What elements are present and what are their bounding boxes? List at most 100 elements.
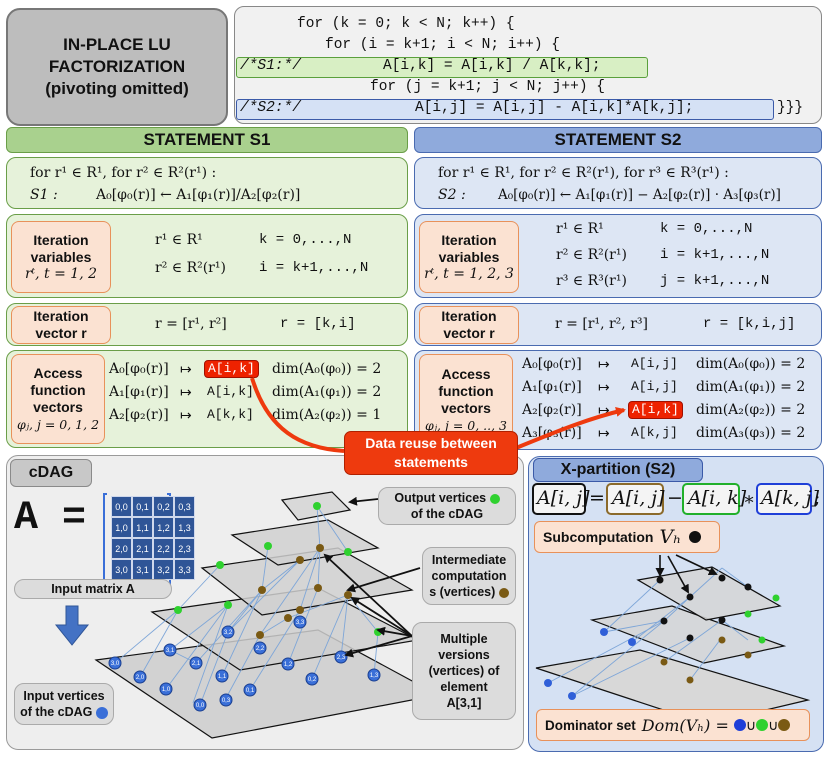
code-line-1: for (k = 0; k < N; k++) { <box>297 16 515 32</box>
eq-equals: = <box>589 487 605 509</box>
xpart-drawing <box>535 554 811 725</box>
brown-dot-icon <box>778 719 791 731</box>
input-vertex-1-0 <box>159 682 173 696</box>
input-vertices-text-2: of the cDAG <box>20 705 93 719</box>
s1-vec-math: r = [r¹, r²] <box>155 316 227 332</box>
reuse-arrow-left <box>250 377 345 453</box>
output-vertices-text-1: Output vertices <box>394 491 487 505</box>
xpart-input-vertex <box>628 638 636 646</box>
s2-acc-label-2: function <box>438 383 494 399</box>
output-vertex <box>264 542 272 550</box>
output-vertex <box>374 628 382 636</box>
versions-text-3: (vertices) of <box>428 664 500 678</box>
xpart-subcomp-vertex <box>656 576 664 584</box>
eq-semicolon: ; <box>814 487 821 509</box>
input-vertices-callout: Input vertices of the cDAG <box>14 683 114 725</box>
matrix-cell: 2,2 <box>153 538 174 559</box>
versions-text-4: element <box>440 680 488 694</box>
cdag-node-labels: 3,0 2,0 1,0 0,0 3,1 2,1 1,1 0,1 3,2 2,2 … <box>111 620 379 709</box>
xpart-edges <box>547 567 749 697</box>
title-box: IN-PLACE LU FACTORIZATION (pivoting omit… <box>6 8 228 126</box>
brown-dot-icon <box>498 587 509 598</box>
s2-acc-1: A[i,j] <box>631 379 678 394</box>
cdag-computed-vertices <box>174 502 382 639</box>
xpart-output-vertex <box>758 636 766 644</box>
s1-highlight <box>236 57 648 78</box>
s2-acc-arrow-2: ↦ <box>598 402 610 418</box>
s1-acc-dim-2: dim(A₂(φ₂)) = 1 <box>272 407 382 423</box>
xpart-subcomp-arrows <box>655 554 718 594</box>
s1-acc-fn-0: A₀[φ₀(r)] <box>109 361 169 377</box>
s1-stmt: A₀[φ₀(r)] ← A₁[φ₁(r)]/A₂[φ₂(r)] <box>96 187 301 203</box>
s2-domain: for r¹ ∈ R¹, for r² ∈ R²(r¹), for r³ ∈ R… <box>438 165 729 181</box>
subcomputation-math: Vₕ <box>659 526 682 548</box>
s1-acc-label-3: vectors <box>33 399 83 415</box>
xpart-input-vertex <box>568 692 576 700</box>
code-line-2: for (i = k+1; i < N; i++) { <box>325 37 560 53</box>
xpart-dominator-vertex <box>686 676 694 684</box>
data-reuse-label: Data reuse between statements <box>344 431 518 475</box>
dominator-set-label: Dominator set Dom(Vₕ) = ∪ ∪ <box>536 709 810 741</box>
s2-iter-label-1: Iteration <box>441 231 497 248</box>
s2-iter-math-1: r¹ ∈ R¹ <box>556 221 604 237</box>
s1-acc-1: A[i,k] <box>207 384 254 399</box>
eq-term-3: A[i, k] <box>688 487 747 509</box>
matrix-cell: 1,3 <box>174 517 195 538</box>
s2-acc-dim-1: dim(A₁(φ₁)) = 2 <box>696 379 806 395</box>
output-vertices-callout: Output vertices of the cDAG <box>378 487 516 525</box>
green-dot-icon <box>756 719 769 731</box>
s1-iter-code-1: k = 0,...,N <box>259 232 352 248</box>
cdag-callout-arrows <box>323 496 421 658</box>
node-label-13: 1,3 <box>370 673 379 679</box>
s1-iter-label-1: Iteration <box>33 231 89 248</box>
s1-iter-code-2: i = k+1,...,N <box>259 260 369 276</box>
s2-acc-fn-2: A₂[φ₂(r)] <box>522 402 582 418</box>
s2-iter-math-2: r² ∈ R²(r¹) <box>556 247 627 263</box>
eq-term-3-box <box>682 483 740 515</box>
node-label-02: 0,2 <box>308 677 317 683</box>
s2-iter-code-3: j = k+1,...,N <box>660 273 770 289</box>
code-line-5: A[i,j] = A[i,j] - A[i,k]*A[k,j]; <box>415 100 694 116</box>
input-vertex-2-0 <box>133 670 147 684</box>
input-vertex-0-0 <box>193 698 207 712</box>
title-line-2: FACTORIZATION <box>48 57 186 76</box>
union-symbol: ∪ <box>745 716 757 733</box>
s1-domain-box <box>6 157 408 209</box>
input-vertex-3-0 <box>108 656 122 670</box>
xpart-plane-1 <box>589 605 787 664</box>
versions-text-1: Multiple <box>440 632 488 646</box>
s1-iter-math-2: r² ∈ R²(r¹) <box>155 260 226 276</box>
s1-acc-2: A[k,k] <box>207 407 254 422</box>
s1-iter-label-3: rᵗ, t = 1, 2 <box>24 265 98 282</box>
s1-acc-arrow-1: ↦ <box>180 384 192 400</box>
s2-domain-box <box>414 157 822 209</box>
input-vertex-3-2 <box>221 625 235 639</box>
output-vertex <box>174 606 182 614</box>
s1-acc-arrow-0: ↦ <box>180 361 192 377</box>
s2-acc-2-highlight: A[i,k] <box>628 401 683 419</box>
s1-vec-label-2: vector r <box>35 325 87 341</box>
s2-acc-arrow-3: ↦ <box>598 425 610 441</box>
title-line-3: (pivoting omitted) <box>45 79 189 98</box>
s2-acc-label-4: φⱼ, j = 0, .., 3 <box>424 418 508 433</box>
xpart-subcomp-vertex <box>686 593 694 601</box>
output-vertex <box>313 502 321 510</box>
s2-iter-label: Iteration variables rᵗ, t = 1, 2, 3 <box>419 221 519 293</box>
eq-term-4-box <box>756 483 812 515</box>
s2-vec-label-1: Iteration <box>441 308 497 324</box>
s2-iter-label-2: variables <box>438 248 500 265</box>
s2-iter-code-1: k = 0,...,N <box>660 221 753 237</box>
input-vertex-3-3 <box>293 615 307 629</box>
s1-acc-label-4: φⱼ, j = 0, 1, 2 <box>16 417 100 432</box>
node-label-00: 0,0 <box>196 703 205 709</box>
s2-stmt: A₀[φ₀(r)] ← A₁[φ₁(r)] − A₂[φ₂(r)] · A₃[φ… <box>498 187 781 203</box>
node-label-33: 3,3 <box>296 620 305 626</box>
s1-acc-label-1: Access <box>33 365 83 381</box>
eq-minus: − <box>667 487 683 509</box>
intermediate-text-3: s (vertices) <box>429 585 496 599</box>
node-label-32: 3,2 <box>224 630 233 636</box>
s2-vec-code: r = [k,i,j] <box>703 316 796 332</box>
eq-term-1-box <box>532 483 586 515</box>
s2-acc-label-3: vectors <box>441 400 491 416</box>
